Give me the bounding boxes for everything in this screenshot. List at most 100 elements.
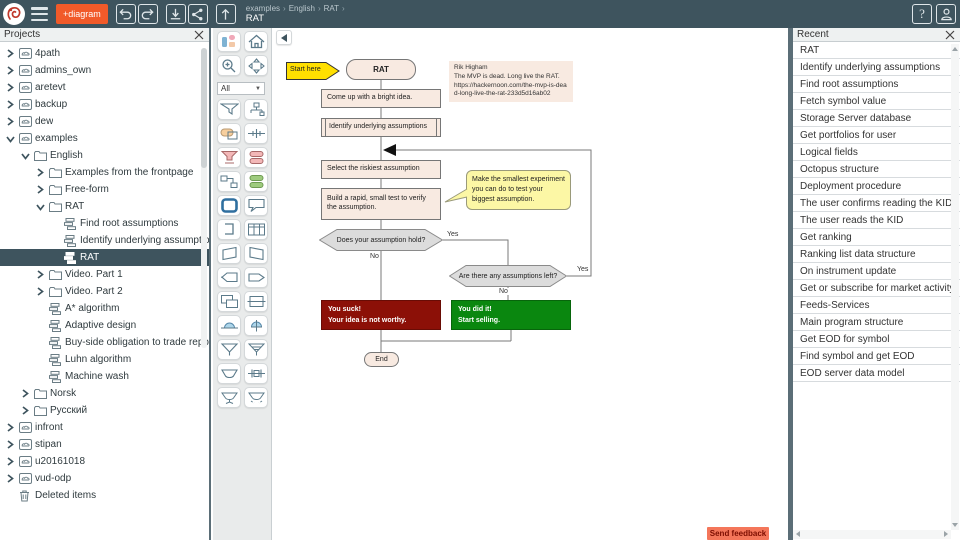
tree-item-norsk[interactable]: Norsk [0,385,209,402]
shape-dome-stem-icon[interactable] [244,315,268,336]
close-projects-icon[interactable] [193,29,205,41]
chevron-right-icon[interactable] [21,389,34,398]
recent-item[interactable]: Storage Server database [793,110,960,127]
node-come-up[interactable]: Come up with a bright idea. [321,89,441,108]
recent-item[interactable]: Ranking list data structure [793,246,960,263]
shape-stack-red-icon[interactable] [244,147,268,168]
shape-funnel-v-icon[interactable] [217,339,241,360]
shape-bracket-icon[interactable] [217,219,241,240]
user-account-button[interactable] [936,4,956,24]
shape-stack-green-icon[interactable] [244,171,268,192]
shape-arrow-tag-left-icon[interactable] [217,267,241,288]
node-start[interactable]: Start here [286,62,340,80]
menu-icon[interactable] [31,7,48,21]
recent-item[interactable]: Fetch symbol value [793,93,960,110]
recent-item[interactable]: Main program structure [793,314,960,331]
recent-item[interactable]: Find symbol and get EOD [793,348,960,365]
chevron-down-icon[interactable] [6,135,19,143]
recent-item[interactable]: Get portfolios for user [793,127,960,144]
send-feedback-button[interactable]: Send feedback [707,527,769,540]
shape-funnel-hatched-icon[interactable] [244,339,268,360]
shape-card-skew-right-icon[interactable] [244,243,268,264]
tree-item-examples[interactable]: examples [0,130,209,147]
recent-item[interactable]: Logical fields [793,144,960,161]
tree-item-identify-underlying-assumptions[interactable]: Identify underlying assumptions [0,232,209,249]
stencils-icon[interactable] [217,31,241,52]
breadcrumb-item[interactable]: English [288,3,315,13]
chevron-right-icon[interactable] [6,49,19,58]
chevron-right-icon[interactable] [6,440,19,449]
breadcrumb-item[interactable]: RAT [323,3,340,13]
projects-scrollbar[interactable] [201,48,207,348]
shape-bowl-icon[interactable] [217,363,241,384]
shape-card-skew-left-icon[interactable] [217,243,241,264]
tree-item-machine-wash[interactable]: Machine wash [0,368,209,385]
recent-item[interactable]: Get or subscribe for market activity [793,280,960,297]
node-fail[interactable]: You suck!Your idea is not worthy. [321,300,441,330]
zoom-in-icon[interactable] [217,55,241,76]
recent-item[interactable]: Find root assumptions [793,76,960,93]
chevron-right-icon[interactable] [36,185,49,194]
node-identify[interactable]: Identify underlying assumptions [321,118,441,137]
panel-splitter[interactable] [788,28,793,540]
chevron-right-icon[interactable] [6,66,19,75]
chevron-right-icon[interactable] [6,100,19,109]
recent-vertical-scrollbar[interactable] [951,44,959,530]
recent-item[interactable]: The user reads the KID [793,212,960,229]
chevron-right-icon[interactable] [6,457,19,466]
app-logo-icon[interactable] [2,2,26,26]
tree-item-find-root-assumptions[interactable]: Find root assumptions [0,215,209,232]
tree-item-buy-side-obligation-to-trade-report[interactable]: Buy-side obligation to trade report [0,334,209,351]
recent-item[interactable]: RAT [793,42,960,59]
tree-item-rat[interactable]: RAT [0,249,209,266]
shape-speech-bubble-icon[interactable] [244,195,268,216]
close-recent-icon[interactable] [944,29,956,41]
chevron-right-icon[interactable] [6,117,19,126]
tree-item-a-algorithm[interactable]: A* algorithm [0,300,209,317]
tree-item-english[interactable]: English [0,147,209,164]
shape-node-link-icon[interactable] [217,171,241,192]
node-select[interactable]: Select the riskiest assumption [321,160,441,179]
tree-item-aretevt[interactable]: aretevt [0,79,209,96]
sidebar-item-deleted-items[interactable]: Deleted items [0,487,209,504]
recent-item[interactable]: Feeds-Services [793,297,960,314]
shape-rounded-square-selected-icon[interactable] [217,195,241,216]
node-rat[interactable]: RAT [346,59,416,80]
recent-horizontal-scrollbar[interactable] [793,530,951,539]
recent-item[interactable]: Get ranking [793,229,960,246]
chevron-right-icon[interactable] [21,406,34,415]
shape-pipe-cross-icon[interactable] [244,123,268,144]
tree-item-video-part-2[interactable]: Video. Part 2 [0,283,209,300]
chevron-down-icon[interactable] [36,203,49,211]
tree-item-rat[interactable]: RAT [0,198,209,215]
tree-item-4path[interactable]: 4path [0,45,209,62]
node-end[interactable]: End [364,352,399,367]
tree-item-examples-from-the-frontpage[interactable]: Examples from the frontpage [0,164,209,181]
recent-item[interactable]: Get EOD for symbol [793,331,960,348]
tree-item--[interactable]: Русский [0,402,209,419]
redo-button[interactable] [137,4,158,24]
tree-item-stipan[interactable]: stipan [0,436,209,453]
recent-item[interactable]: EOD server data model [793,365,960,382]
recent-item[interactable]: On instrument update [793,263,960,280]
recent-item[interactable]: Octopus structure [793,161,960,178]
chevron-down-icon[interactable] [21,152,34,160]
upload-button[interactable] [215,4,236,24]
recent-item[interactable]: The user confirms reading the KID [793,195,960,212]
recent-item[interactable]: Identify underlying assumptions [793,59,960,76]
callout-note[interactable]: Make the smallest experiment you can do … [466,170,571,210]
tree-item-vud-odp[interactable]: vud-odp [0,470,209,487]
shape-arrow-right-icon[interactable] [244,267,268,288]
note-rik-higham[interactable]: Rik Higham The MVP is dead. Long live th… [449,61,573,103]
shape-filter-select[interactable]: All▼ [217,82,265,95]
shape-callout-funnel-icon[interactable] [217,99,241,120]
recent-item[interactable]: Deployment procedure [793,178,960,195]
shape-table-columns-icon[interactable] [244,219,268,240]
shape-org-chart-icon[interactable] [244,99,268,120]
undo-button[interactable] [115,4,136,24]
help-button[interactable]: ? [912,4,932,24]
shape-tag-overlap-icon[interactable] [217,123,241,144]
chevron-right-icon[interactable] [36,270,49,279]
tree-item-backup[interactable]: backup [0,96,209,113]
chevron-right-icon[interactable] [6,474,19,483]
